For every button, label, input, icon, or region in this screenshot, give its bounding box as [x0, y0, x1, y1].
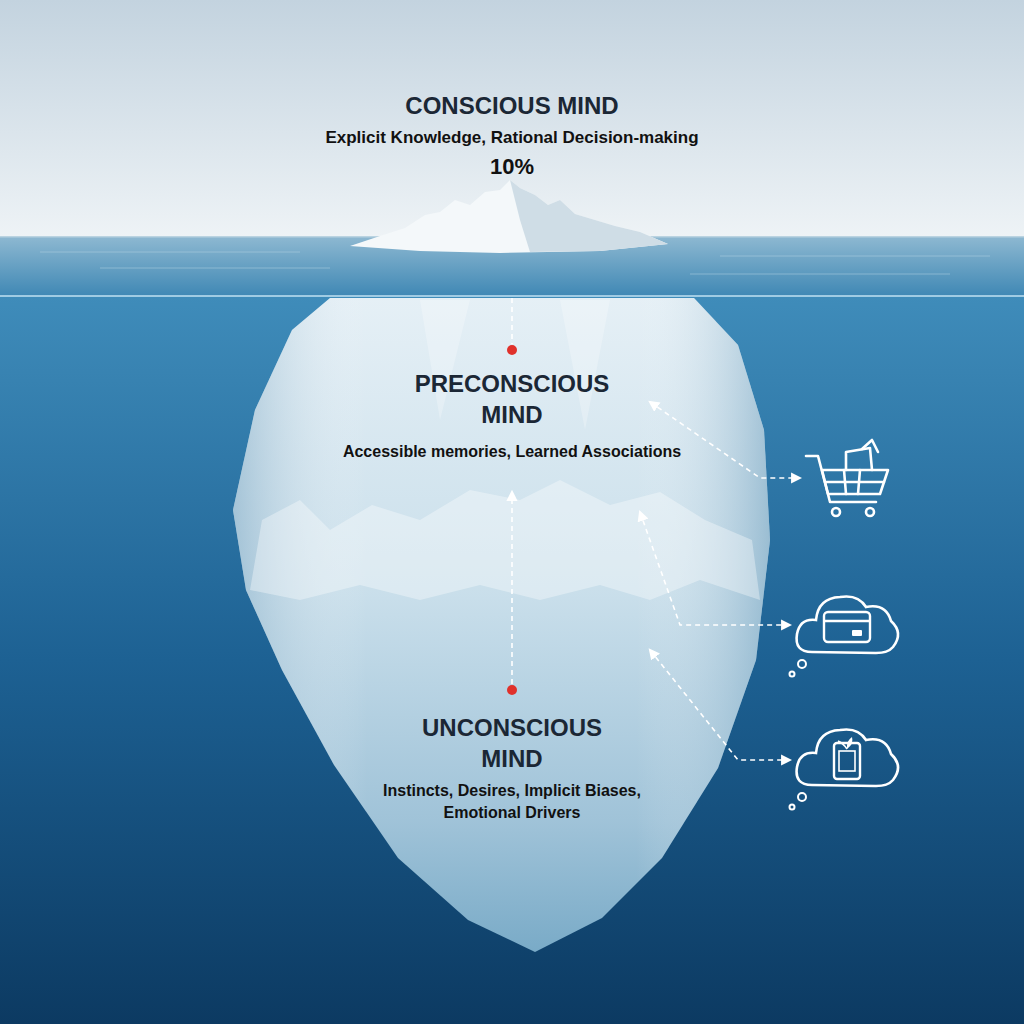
app-thought-cloud: [790, 729, 899, 809]
cart-icon: [806, 440, 888, 516]
level-heading: PRECONSCIOUS MIND: [392, 368, 632, 430]
card-chip: [852, 630, 862, 636]
red-dot: [507, 345, 517, 355]
dashed-arrow: [650, 402, 800, 478]
card-stripe: [824, 620, 870, 622]
level-description: Accessible memories, Learned Association…: [343, 442, 681, 463]
level-heading: CONSCIOUS MIND: [405, 92, 618, 121]
dashed-leader: [511, 298, 513, 344]
leaf: [838, 741, 847, 749]
deep-water: [0, 296, 1024, 1024]
thought-cloud: [797, 729, 898, 786]
dashed-arrow: [640, 512, 790, 625]
thought-cloud: [797, 596, 898, 653]
thought-bubble: [790, 805, 795, 810]
iceberg-ridge: [250, 480, 760, 600]
credit-card: [824, 612, 870, 642]
iceberg-tip-shade: [510, 180, 668, 252]
phone-screen: [839, 751, 855, 771]
water-ripples: [40, 252, 990, 274]
level-description: Instincts, Desires, Implicit Biases, Emo…: [352, 780, 672, 825]
thought-bubble: [798, 660, 806, 668]
dashed-arrow: [650, 650, 790, 760]
level-heading: UNCONSCIOUS MIND: [392, 712, 632, 774]
thought-bubble: [790, 672, 795, 677]
leaf: [847, 737, 853, 749]
percentage-label: 10%: [490, 154, 534, 180]
dashed-arrow: [511, 492, 513, 684]
level-description: Explicit Knowledge, Rational Decision-ma…: [325, 128, 698, 148]
dashed-leaders: [512, 298, 800, 760]
thought-bubble: [798, 793, 806, 801]
red-dot: [507, 685, 517, 695]
surface-line: [0, 295, 1024, 297]
iceberg-tip: [350, 180, 668, 253]
card-thought-cloud: [790, 596, 899, 676]
